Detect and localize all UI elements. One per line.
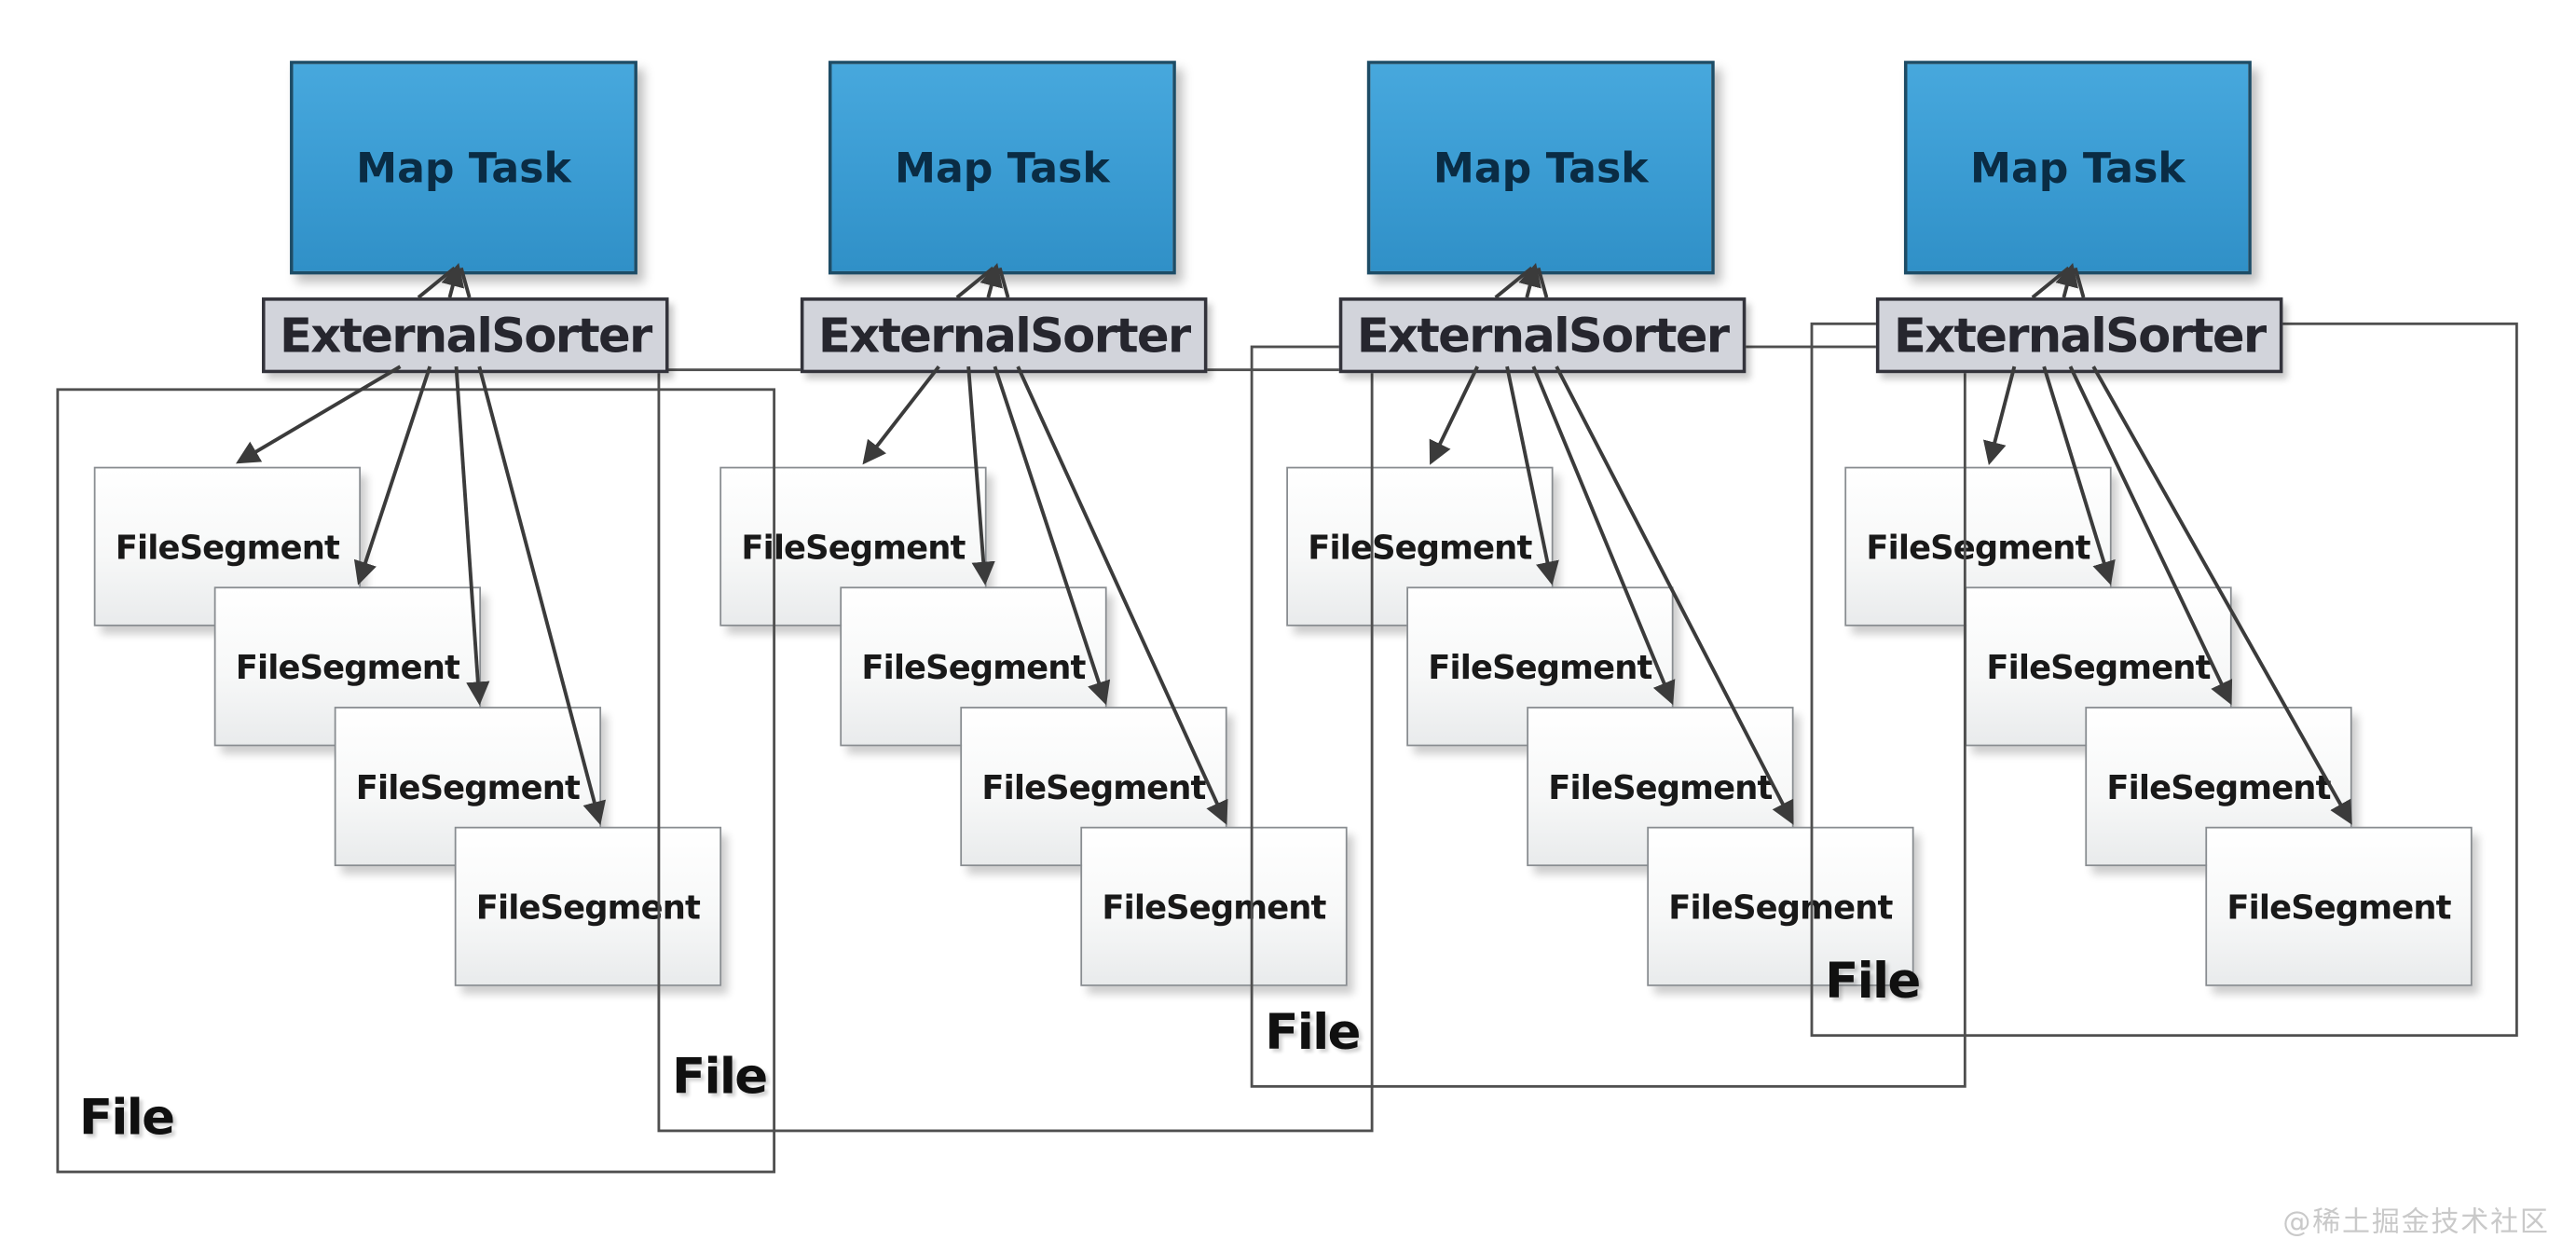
external-sorter-node-2: ExternalSorter (800, 297, 1208, 374)
map-task-node-1: Map Task (290, 61, 637, 275)
file-label-4: File (1825, 953, 1921, 1012)
map-task-node-2: Map Task (828, 61, 1176, 275)
file-label-3: File (1265, 1004, 1361, 1062)
external-sorter-node-4: ExternalSorter (1875, 297, 2283, 374)
map-task-node-3: Map Task (1366, 61, 1715, 275)
map-task-node-4: Map Task (1903, 61, 2252, 275)
file-label-1: File (78, 1089, 175, 1148)
external-sorter-node-3: ExternalSorter (1338, 297, 1747, 374)
watermark-text: @稀土掘金技术社区 (2282, 1206, 2550, 1239)
external-sorter-node-1: ExternalSorter (261, 297, 669, 374)
file-label-2: File (672, 1048, 768, 1107)
